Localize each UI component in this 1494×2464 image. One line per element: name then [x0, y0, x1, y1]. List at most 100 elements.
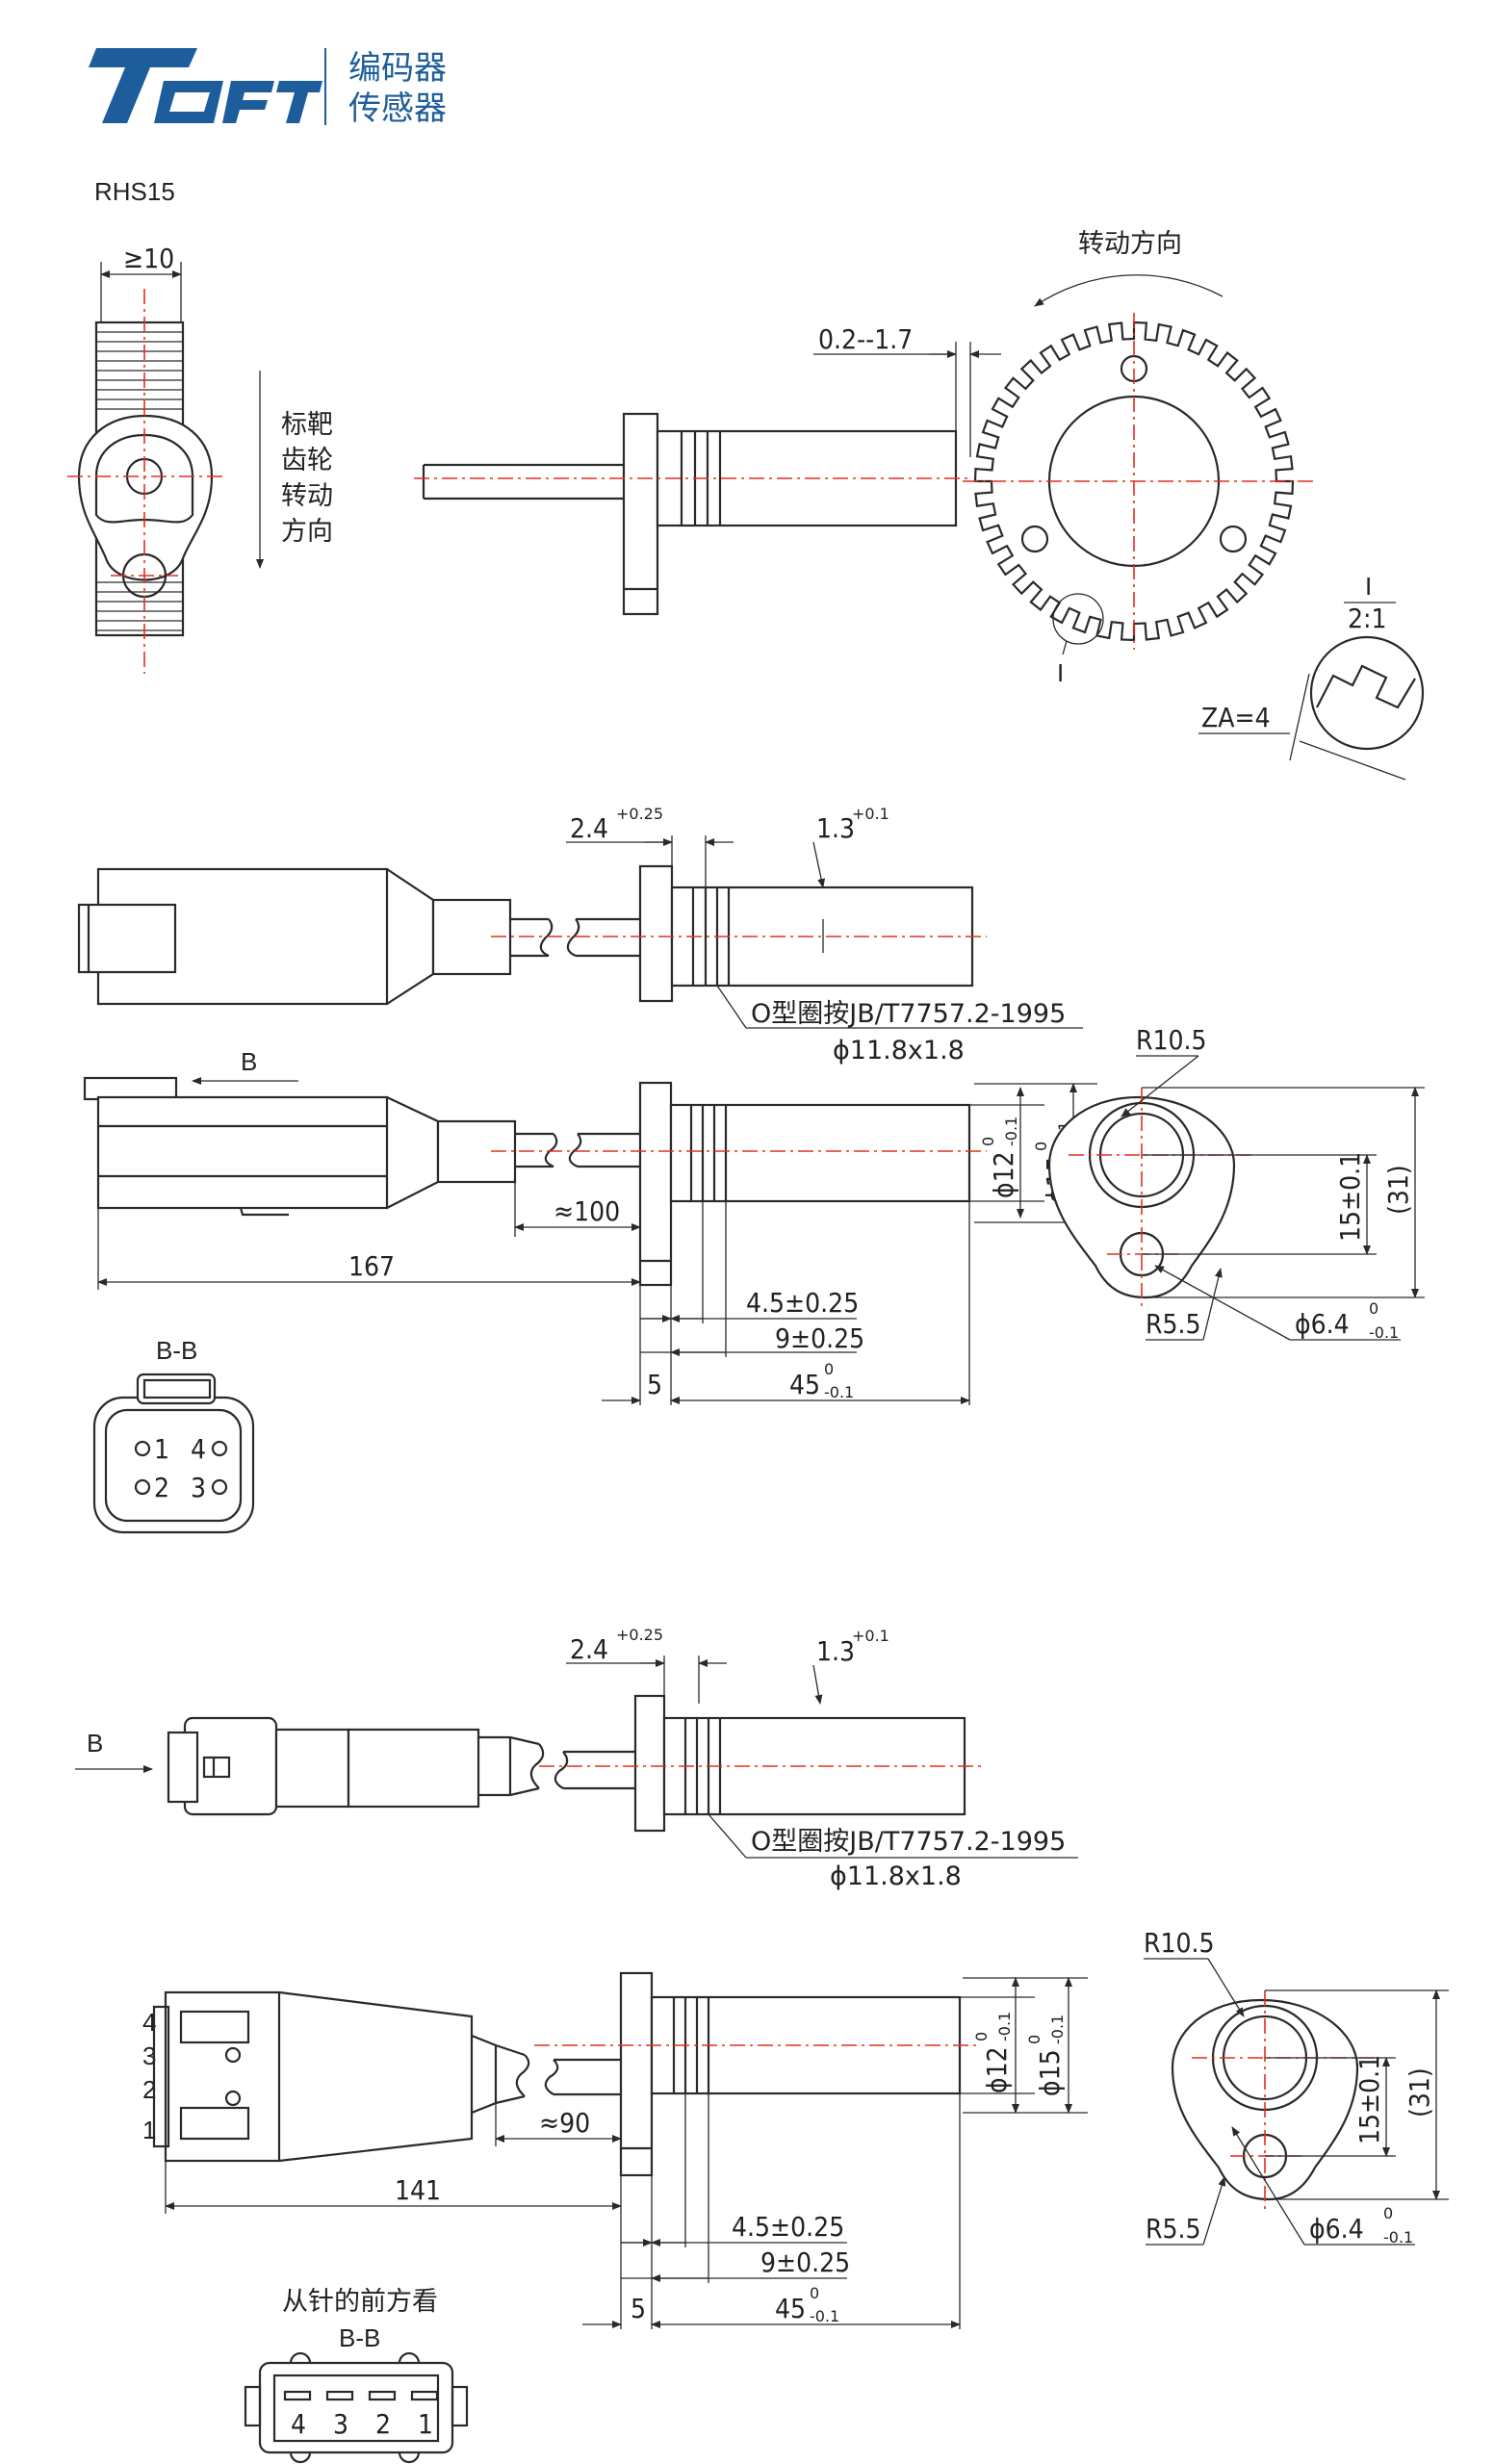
logo-tagline-1: 编码器: [348, 49, 447, 88]
svg-text:5: 5: [647, 1369, 662, 1400]
svg-text:+0.25: +0.25: [616, 805, 663, 823]
svg-text:2.4: 2.4: [570, 1633, 608, 1665]
logo-mark-f: [222, 81, 274, 123]
svg-text:转动: 转动: [281, 481, 333, 511]
svg-text:从针的前方看: 从针的前方看: [282, 2287, 438, 2317]
svg-text:4: 4: [142, 2008, 156, 2037]
svg-text:3: 3: [191, 1472, 206, 1503]
svg-text:+0.25: +0.25: [616, 1626, 663, 1644]
svg-text:-0.1: -0.1: [824, 1383, 854, 1401]
svg-text:1: 1: [142, 2116, 156, 2144]
svg-text:1.3: 1.3: [816, 1635, 855, 1667]
svg-text:1.3: 1.3: [816, 812, 855, 844]
logo-mark-o: [154, 81, 223, 123]
svg-text:15±0.1: 15±0.1: [1353, 2055, 1385, 2144]
sensor-b-top-view: 2.4 +0.25 1.3 +0.1 B: [75, 1626, 1078, 1891]
dim-air-gap: 0.2--1.7: [818, 323, 913, 355]
svg-text:B-B: B-B: [339, 2323, 380, 2352]
logo-mark-t: [89, 48, 197, 123]
svg-text:ϕ15: ϕ15: [1034, 2049, 1066, 2096]
flange-profile-b: 15±0.1 (31) R10.5 R5.5 ϕ6.4 0 -0.1: [1144, 1927, 1449, 2246]
svg-text:141: 141: [395, 2174, 441, 2206]
svg-text:-0.1: -0.1: [995, 2012, 1014, 2041]
view-marker-b: B: [241, 1047, 257, 1076]
svg-text:R5.5: R5.5: [1146, 2213, 1201, 2245]
svg-text:(31): (31): [1382, 1165, 1414, 1215]
svg-text:2: 2: [142, 2075, 156, 2104]
sensor-b-side-view: 4 3 2 1 ϕ12 0 -0.1: [142, 1971, 1088, 2329]
detail-view-i: I 2:1 ZA=4: [1198, 572, 1425, 781]
svg-text:ϕ12: ϕ12: [988, 1151, 1019, 1198]
svg-text:+0.1: +0.1: [852, 1627, 889, 1645]
sensor-a-side-view: B ϕ12 0 -0.1: [83, 1047, 1097, 1405]
svg-text:0: 0: [979, 1137, 997, 1146]
svg-text:标靶: 标靶: [281, 410, 333, 440]
svg-text:45: 45: [789, 1369, 820, 1400]
svg-text:≈100: ≈100: [554, 1195, 620, 1227]
svg-text:45: 45: [775, 2293, 806, 2324]
target-gear-note: 标靶 齿轮 转动 方向: [256, 371, 333, 569]
svg-text:3: 3: [333, 2408, 348, 2440]
svg-text:2: 2: [375, 2408, 391, 2440]
svg-text:2: 2: [154, 1472, 169, 1503]
svg-text:R10.5: R10.5: [1144, 1927, 1215, 1959]
svg-text:+0.1: +0.1: [852, 805, 889, 823]
svg-text:(31): (31): [1404, 2067, 1435, 2118]
svg-text:2.4: 2.4: [570, 812, 608, 844]
oring-note-a-line2: ϕ11.8x1.8: [833, 1036, 965, 1065]
dim-min-width: ≥10: [123, 243, 174, 274]
svg-text:167: 167: [348, 1250, 395, 1282]
svg-text:齿轮: 齿轮: [281, 446, 333, 475]
svg-text:B-B: B-B: [156, 1336, 197, 1365]
svg-text:1: 1: [154, 1433, 169, 1465]
tooth-spec: ZA=4: [1201, 702, 1271, 733]
svg-text:ϕ12: ϕ12: [981, 2046, 1013, 2093]
svg-text:0: 0: [1032, 1142, 1050, 1151]
svg-text:R5.5: R5.5: [1146, 1308, 1201, 1340]
brand-logo: 编码器 传感器: [89, 48, 447, 128]
sensor-a-top-view: 2.4 +0.25 1.3 +0.1 O型圈按JB/T7757.2-1995 ϕ…: [77, 805, 1083, 1065]
oring-note-b-line1: O型圈按JB/T7757.2-1995: [751, 1827, 1066, 1857]
connector-b-bb-view: 从针的前方看 B-B 4 3 2 1: [244, 2287, 469, 2464]
svg-text:15±0.1: 15±0.1: [1334, 1152, 1366, 1242]
detail-marker: I: [1057, 658, 1064, 687]
sensor-side-view: ≥10: [67, 243, 226, 674]
svg-text:R10.5: R10.5: [1136, 1024, 1207, 1056]
svg-text:-0.1: -0.1: [1048, 2015, 1067, 2044]
svg-text:0: 0: [1025, 2035, 1043, 2044]
svg-text:-0.1: -0.1: [1002, 1116, 1020, 1146]
svg-text:0: 0: [824, 1360, 834, 1378]
svg-text:3: 3: [142, 2041, 156, 2070]
svg-text:0: 0: [1383, 2204, 1393, 2222]
svg-text:≈90: ≈90: [539, 2107, 590, 2139]
flange-profile-a: 15±0.1 (31) R10.5 R5.5 ϕ6.4 0 -0.1: [1047, 1024, 1425, 1342]
logo-mark-t2: [276, 81, 322, 123]
svg-text:4.5±0.25: 4.5±0.25: [732, 2211, 844, 2243]
model-title: RHS15: [94, 177, 175, 206]
connector-a-bb-view: B-B 1 2 3 4: [92, 1336, 255, 1534]
svg-text:ϕ6.4: ϕ6.4: [1309, 2213, 1364, 2245]
knurl-lines: [96, 331, 183, 631]
logo-tagline-2: 传感器: [348, 90, 447, 128]
svg-text:-0.1: -0.1: [810, 2307, 839, 2325]
target-gear: 转动方向 I: [963, 229, 1314, 687]
svg-text:I: I: [1365, 572, 1372, 601]
svg-text:-0.1: -0.1: [1369, 1323, 1399, 1342]
svg-text:-0.1: -0.1: [1383, 2228, 1413, 2246]
svg-text:9±0.25: 9±0.25: [775, 1322, 864, 1354]
svg-text:ϕ6.4: ϕ6.4: [1295, 1308, 1350, 1340]
sensor-probe-with-gear: 0.2--1.7: [414, 323, 1001, 616]
svg-text:0: 0: [972, 2032, 991, 2041]
svg-text:0: 0: [1369, 1299, 1378, 1318]
svg-text:0: 0: [810, 2284, 819, 2302]
svg-text:5: 5: [631, 2293, 646, 2324]
oring-note-a-line1: O型圈按JB/T7757.2-1995: [751, 999, 1066, 1029]
svg-text:4.5±0.25: 4.5±0.25: [746, 1287, 859, 1319]
svg-text:2:1: 2:1: [1348, 603, 1387, 634]
oring-note-b-line2: ϕ11.8x1.8: [830, 1861, 962, 1891]
svg-text:4: 4: [191, 1433, 206, 1465]
svg-text:1: 1: [418, 2408, 433, 2440]
svg-text:方向: 方向: [281, 517, 333, 547]
view-marker-b2: B: [87, 1729, 103, 1758]
